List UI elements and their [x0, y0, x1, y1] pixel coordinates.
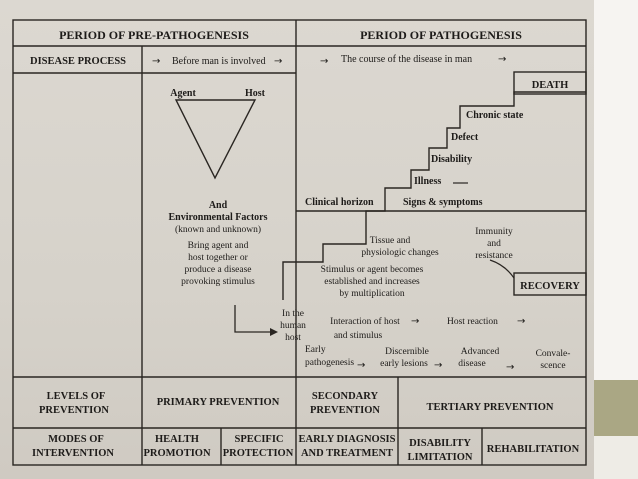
in-human-host-line: In the	[282, 309, 304, 319]
pathogenesis-header: PERIOD OF PATHOGENESIS	[360, 28, 522, 42]
immunity-line: Immunity	[475, 227, 513, 237]
course-text: The course of the disease in man	[341, 54, 472, 65]
primary-prevention-label: PRIMARY PREVENTION	[157, 397, 280, 408]
known-unknown-label: (known and unknown)	[175, 224, 261, 235]
defect-label: Defect	[451, 132, 479, 143]
immunity-line: and	[487, 239, 501, 249]
disability-label: Disability	[431, 154, 472, 165]
arrow-icon: →	[357, 360, 365, 371]
arrow-icon: →	[320, 56, 328, 67]
arrow-icon: →	[274, 56, 282, 67]
in-human-host-line: host	[285, 333, 301, 343]
before-man-text: Before man is involved	[172, 56, 266, 67]
sidebar-block-accent	[594, 380, 638, 436]
interaction-line: and stimulus	[334, 331, 383, 341]
stimulus-line: by multiplication	[339, 289, 404, 299]
arrow-icon: →	[152, 56, 160, 67]
diagram-grid	[12, 19, 587, 466]
specific-protection-line: SPECIFIC	[234, 434, 283, 445]
interaction-line: Interaction of host	[330, 316, 400, 327]
host-reaction-label: Host reaction	[447, 317, 498, 327]
early-pathogenesis-line: pathogenesis	[305, 358, 354, 368]
levels-of-prevention-line: PREVENTION	[39, 405, 109, 416]
arrow-icon: →	[498, 54, 506, 65]
death-box	[513, 71, 587, 95]
and-label: And	[209, 200, 228, 211]
discernible-line: Discernible	[385, 347, 429, 357]
bring-line: produce a disease	[185, 265, 252, 275]
stimulus-arrowhead	[270, 328, 278, 336]
rehabilitation-label: REHABILITATION	[487, 444, 580, 455]
arrow-icon: →	[517, 316, 525, 327]
textbook-page	[0, 0, 594, 479]
discernible-line: early lesions	[380, 359, 428, 369]
bring-line: host together or	[188, 253, 248, 263]
recovery-curve	[489, 259, 515, 279]
arrow-icon: →	[434, 360, 442, 371]
sidebar-block-top	[594, 0, 638, 380]
stimulus-line: Stimulus or agent becomes	[321, 265, 424, 275]
disability-limitation-line: DISABILITY	[409, 438, 471, 449]
early-diagnosis-line: AND TREATMENT	[301, 448, 393, 459]
early-diagnosis-line: EARLY DIAGNOSIS	[299, 434, 396, 445]
modes-of-intervention-line: MODES OF	[48, 434, 104, 445]
environmental-factors-label: Environmental Factors	[169, 212, 268, 223]
tissue-line: Tissue and	[370, 236, 411, 246]
secondary-prevention-line: PREVENTION	[310, 405, 380, 416]
health-promotion-line: HEALTH	[155, 434, 199, 445]
specific-protection-line: PROTECTION	[223, 448, 294, 459]
advanced-line: disease	[458, 359, 485, 369]
signs-symptoms-label: Signs & symptoms	[403, 197, 483, 208]
disability-limitation-line: LIMITATION	[408, 452, 473, 463]
modes-of-intervention-line: INTERVENTION	[32, 448, 114, 459]
immunity-line: resistance	[475, 251, 512, 261]
tissue-line: physiologic changes	[361, 248, 439, 258]
tertiary-prevention-label: TERTIARY PREVENTION	[427, 402, 554, 413]
arrow-icon: →	[411, 316, 419, 327]
arrow-icon: →	[506, 362, 514, 373]
levels-of-prevention-line: LEVELS OF	[47, 391, 106, 402]
recovery-box	[513, 272, 587, 296]
convalescence-line: scence	[540, 361, 565, 371]
health-promotion-line: PROMOTION	[143, 448, 210, 459]
chronic-state-label: Chronic state	[466, 110, 524, 121]
secondary-prevention-line: SECONDARY	[312, 391, 379, 402]
pre-pathogenesis-header: PERIOD OF PRE-PATHOGENESIS	[59, 28, 249, 42]
diagram-frame	[12, 19, 587, 466]
disease-process-label: DISEASE PROCESS	[30, 56, 126, 67]
recovery-label: RECOVERY	[520, 281, 580, 292]
bring-line: Bring agent and	[188, 241, 249, 251]
early-pathogenesis-line: Early	[305, 345, 326, 355]
agent-label: Agent	[170, 88, 196, 99]
agent-host-triangle	[174, 99, 257, 180]
illness-label: Illness	[414, 176, 441, 187]
bring-line: provoking stimulus	[181, 277, 255, 287]
in-human-host-line: human	[280, 321, 306, 331]
slide-sidebar	[594, 0, 638, 479]
disease-staircase	[282, 91, 586, 300]
stimulus-line: established and increases	[324, 277, 420, 287]
host-label: Host	[245, 88, 266, 99]
stimulus-connector	[234, 305, 270, 333]
death-label: DEATH	[532, 80, 569, 91]
sidebar-block-bottom	[594, 436, 638, 479]
clinical-horizon-label: Clinical horizon	[305, 197, 374, 208]
convalescence-line: Convale-	[536, 349, 571, 359]
advanced-line: Advanced	[461, 347, 500, 357]
